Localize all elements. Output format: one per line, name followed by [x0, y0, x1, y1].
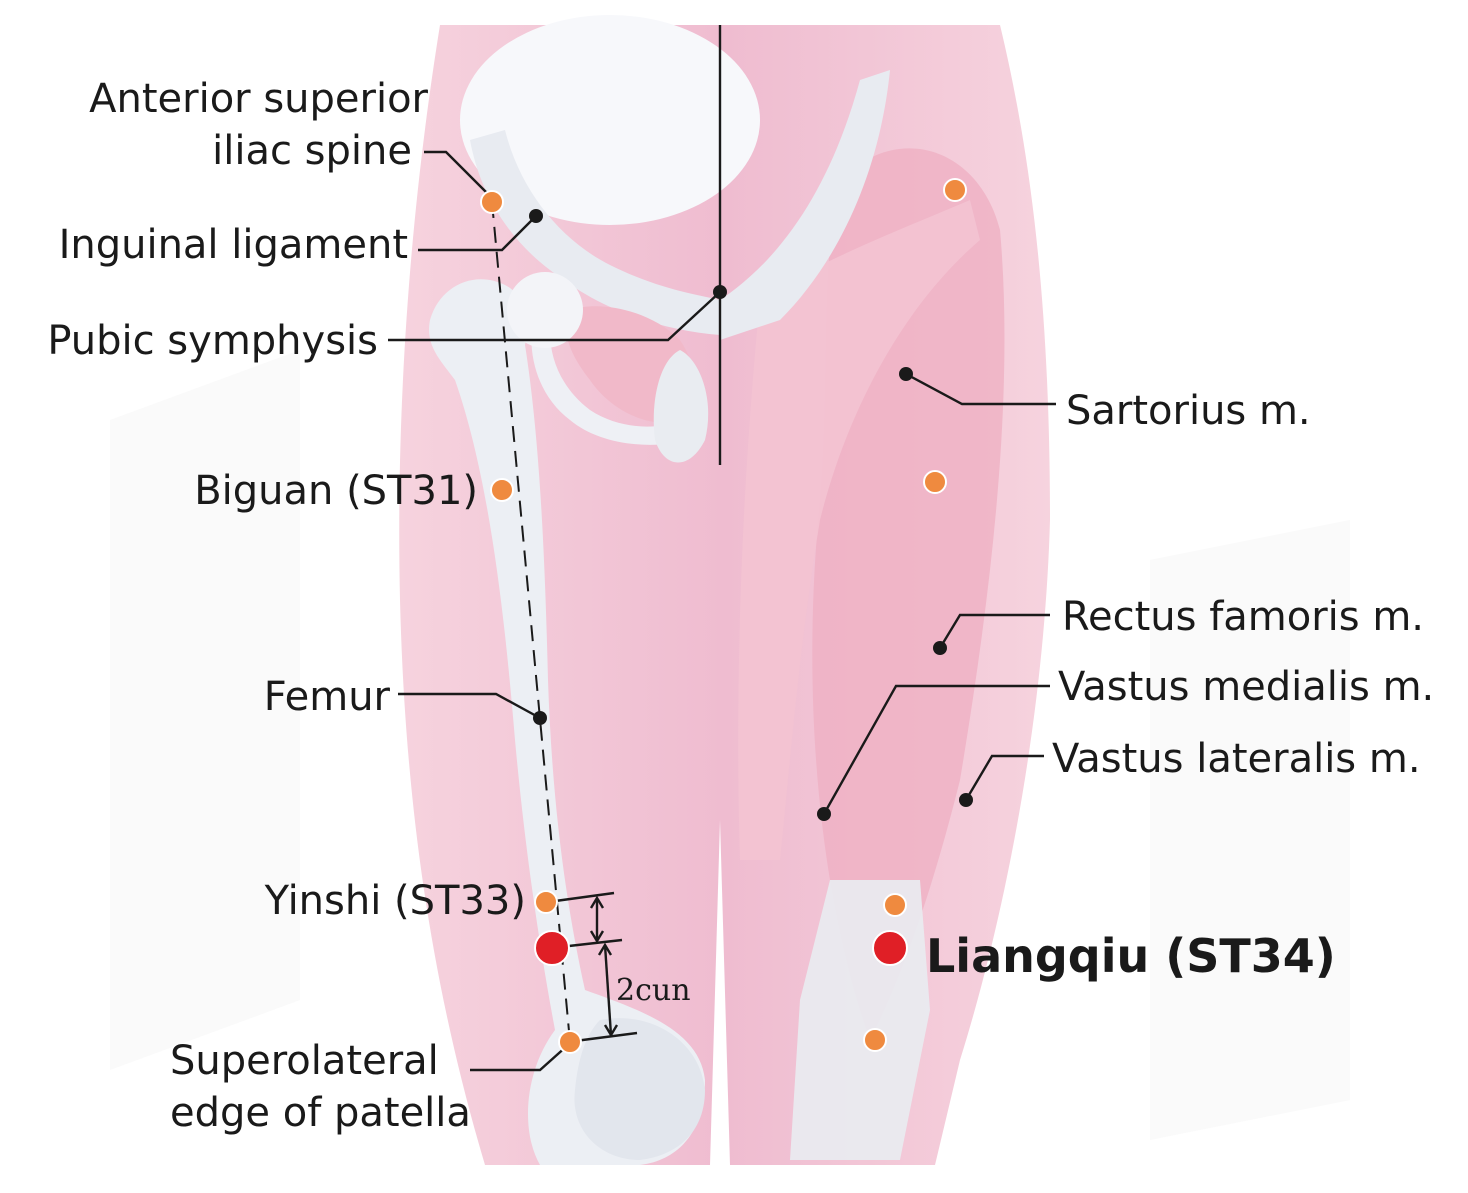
leader-sartorius	[905, 372, 1056, 406]
vastus-medialis-dot	[817, 807, 831, 821]
reference-dots	[529, 209, 973, 821]
rectus-dot	[933, 641, 947, 655]
label-yinshi: Yinshi (ST33)	[264, 878, 526, 924]
asis-point	[480, 190, 504, 214]
measure-label: 2cun	[616, 973, 691, 1008]
arrowhead-upper-bottom	[589, 930, 605, 944]
label-sartorius: Sartorius m.	[1066, 388, 1311, 434]
femur-dot	[533, 711, 547, 725]
arrowhead-lower-top	[597, 942, 613, 956]
sartorius-dot	[899, 367, 913, 381]
leader-asis	[424, 150, 493, 199]
leader-vastus-medialis	[822, 684, 1050, 815]
label-asis-line2: iliac spine	[212, 128, 412, 174]
tick-st33	[547, 891, 615, 904]
leader-inguinal	[418, 215, 537, 252]
labels: Anterior superior iliac spine Inguinal l…	[47, 76, 1434, 1136]
left-patella	[574, 1018, 705, 1160]
label-patella-line2: edge of patella	[170, 1090, 471, 1136]
tick-patella	[574, 1031, 638, 1043]
vastus-lateralis-dot	[959, 793, 973, 807]
arrowhead-upper-top	[589, 895, 605, 909]
leader-patella	[470, 1044, 569, 1072]
arrow-lower	[603, 944, 613, 1036]
liangqiu-point-left	[534, 930, 570, 966]
sartorius-muscle	[738, 200, 980, 860]
right-biguan-point	[923, 470, 947, 494]
biguan-point	[490, 478, 514, 502]
groin-shadow	[653, 350, 709, 463]
pubic-ramus	[531, 285, 690, 445]
right-yinshi-point	[883, 893, 907, 917]
measurement-2cun: 2cun	[547, 891, 691, 1043]
right-iliac-bone	[720, 70, 890, 340]
leader-femur	[398, 692, 541, 720]
inguinal-dot	[529, 209, 543, 223]
label-femur: Femur	[264, 674, 391, 720]
pelvis-bowl	[460, 15, 760, 225]
leader-rectus	[938, 613, 1050, 649]
leader-lines	[388, 150, 1056, 1072]
arrowhead-lower-bottom	[603, 1024, 619, 1038]
right-patella-point	[863, 1028, 887, 1052]
yinshi-point	[534, 890, 558, 914]
label-vastus-medialis: Vastus medialis m.	[1058, 664, 1434, 710]
leader-pubic	[388, 291, 721, 342]
background-watermark	[110, 350, 1350, 1140]
acupoints	[480, 178, 967, 1054]
pubic-dot	[713, 285, 727, 299]
right-asis-point	[943, 178, 967, 202]
patella-point	[558, 1030, 582, 1054]
label-patella-line1: Superolateral	[170, 1038, 439, 1084]
femoral-head	[507, 272, 583, 348]
label-biguan: Biguan (ST31)	[194, 468, 478, 514]
label-rectus: Rectus famoris m.	[1062, 594, 1424, 640]
label-liangqiu: Liangqiu (ST34)	[926, 929, 1336, 983]
label-inguinal: Inguinal ligament	[59, 222, 408, 268]
label-pubic: Pubic symphysis	[47, 318, 378, 364]
leader-vastus-lateralis	[964, 754, 1044, 801]
tick-st34	[559, 938, 623, 949]
liangqiu-point-right	[872, 930, 908, 966]
label-asis-line1: Anterior superior	[89, 76, 428, 122]
label-vastus-lateralis: Vastus lateralis m.	[1052, 736, 1421, 782]
